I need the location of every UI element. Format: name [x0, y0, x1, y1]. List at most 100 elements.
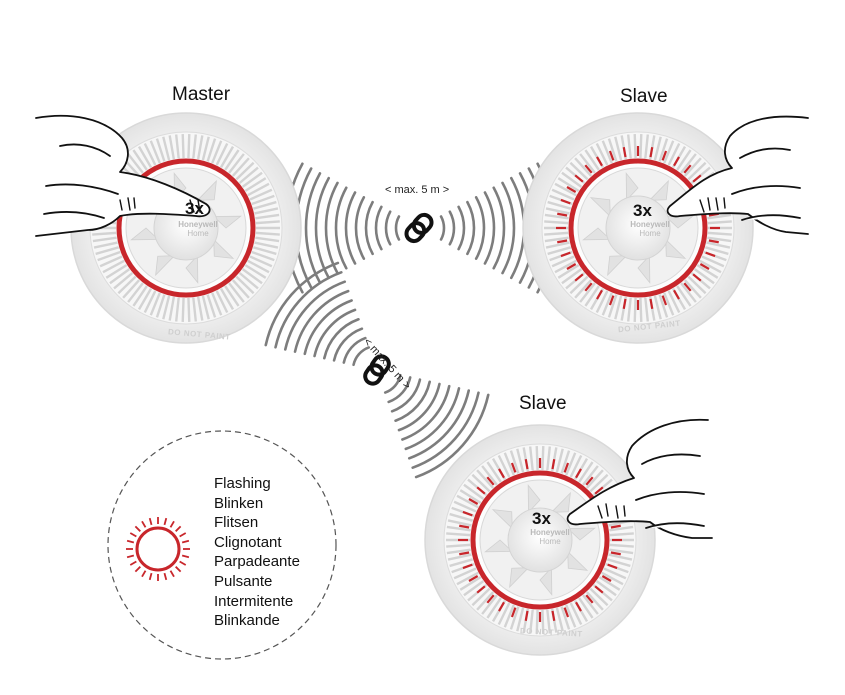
flash-tick	[179, 532, 187, 538]
flash-tick	[607, 563, 618, 570]
flash-tick	[163, 517, 168, 526]
radio-wave-icon	[264, 261, 490, 479]
flash-tick	[181, 539, 190, 544]
flash-tick	[608, 150, 615, 161]
flash-tick	[169, 520, 175, 528]
flash-tick	[661, 295, 668, 306]
link-icon	[404, 212, 434, 244]
flash-tick	[141, 570, 147, 578]
flash-tick	[708, 239, 719, 244]
flash-tick	[563, 607, 570, 618]
flash-tick	[622, 298, 627, 309]
flash-tick	[649, 298, 654, 309]
flash-tick	[585, 594, 594, 604]
flash-tick	[551, 610, 556, 621]
flash-tick	[148, 572, 153, 581]
flash-tick	[498, 468, 505, 479]
flash-tick	[462, 563, 473, 570]
flash-tick	[510, 462, 517, 473]
master-title: Master	[172, 84, 231, 105]
flash-tick	[551, 459, 556, 470]
slave-right-title: Slave	[620, 86, 668, 107]
flash-tick	[596, 289, 603, 300]
flash-tick	[622, 147, 627, 158]
flash-tick	[673, 289, 680, 300]
flash-tick	[649, 147, 654, 158]
slave-bottom-title: Slave	[519, 393, 567, 414]
flash-tick	[601, 575, 612, 582]
flash-tick	[574, 273, 584, 282]
distance-label-horizontal: < max. 5 m >	[385, 184, 450, 196]
flash-tick	[560, 198, 571, 205]
flash-tick	[141, 520, 147, 528]
flash-tick	[148, 517, 153, 526]
flash-tick	[683, 164, 692, 174]
flash-tick	[683, 282, 692, 292]
flash-tick	[486, 594, 495, 604]
flash-tick	[510, 607, 517, 618]
flash-tick	[692, 273, 702, 282]
flash-tick	[566, 186, 577, 193]
flash-tick	[594, 486, 604, 495]
flash-tick	[585, 476, 594, 486]
hand-icon	[666, 115, 809, 235]
flash-tick	[175, 525, 182, 532]
flash-tick	[462, 510, 473, 517]
flash-tick	[175, 566, 182, 573]
flash-tick	[169, 570, 175, 578]
flash-tick	[557, 212, 568, 217]
flash-tick	[126, 539, 135, 544]
flash-tick	[584, 282, 593, 292]
flash-tick	[498, 601, 505, 612]
legend-item: Intermitente	[214, 592, 294, 610]
flash-tick	[524, 459, 529, 470]
legend-item: Flitsen	[214, 514, 259, 532]
flash-tick	[594, 585, 604, 594]
flash-tick	[129, 532, 137, 538]
flash-tick	[476, 585, 486, 594]
legend-frame	[107, 430, 337, 660]
flash-tick	[705, 251, 716, 258]
flash-tick	[126, 554, 135, 559]
flash-tick	[584, 164, 593, 174]
slave-detector-right[interactable]	[522, 112, 754, 344]
flash-tick	[566, 263, 577, 270]
slave-right-press-count: 3x	[633, 201, 652, 220]
flash-tick	[179, 560, 187, 566]
flash-tick	[557, 239, 568, 244]
legend-item: Flashing	[214, 475, 271, 492]
flash-tick	[574, 174, 584, 183]
flash-tick	[596, 156, 603, 167]
flash-tick	[134, 525, 141, 532]
hand-icon	[566, 418, 713, 539]
flash-tick	[459, 524, 470, 529]
flash-tick	[163, 572, 168, 581]
flash-tick	[610, 524, 621, 529]
flash-tick	[575, 468, 582, 479]
flash-tick	[610, 551, 621, 556]
flash-tick	[129, 560, 137, 566]
flash-tick	[560, 251, 571, 258]
master-press-count: 3x	[185, 199, 204, 218]
legend-item: Pulsante	[214, 572, 273, 590]
flash-tick	[608, 295, 615, 306]
flash-tick	[476, 486, 486, 495]
flash-tick	[692, 174, 702, 183]
link-icon	[363, 354, 391, 386]
led-ring-icon	[126, 517, 190, 581]
legend-item: Clignotant	[214, 533, 282, 551]
flash-tick	[181, 554, 190, 559]
flash-tick	[468, 498, 479, 505]
flash-tick	[563, 462, 570, 473]
flash-tick	[134, 566, 141, 573]
hand-icon	[35, 114, 211, 237]
flash-tick	[575, 601, 582, 612]
flash-tick	[524, 610, 529, 621]
flash-tick	[468, 575, 479, 582]
legend-item: Blinkande	[214, 612, 280, 630]
flash-tick	[459, 551, 470, 556]
slave-detector-bottom[interactable]	[424, 424, 656, 656]
